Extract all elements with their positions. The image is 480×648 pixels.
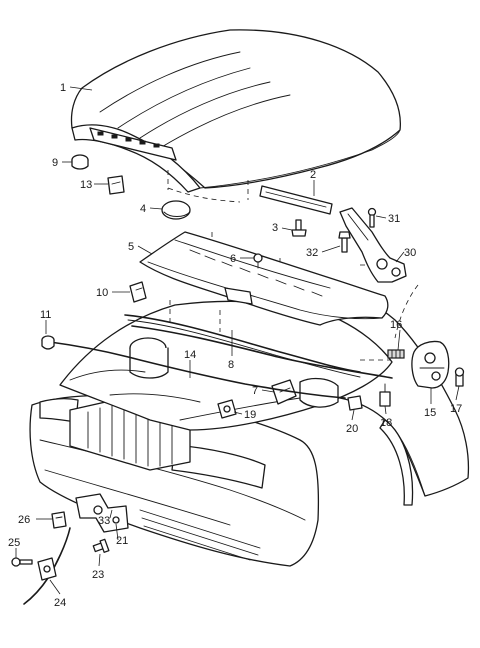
- callout-16: 16: [390, 319, 402, 331]
- bolt-17[interactable]: [454, 367, 465, 387]
- callout-21: 21: [116, 535, 128, 547]
- callout-18: 18: [380, 417, 392, 429]
- callout-5: 5: [128, 241, 134, 253]
- screw-25[interactable]: [11, 557, 33, 567]
- callout-labels: 1 2 3 4 5 6 7 8 9 10 11 13 14 15 16 17 1…: [8, 82, 462, 609]
- leader-lines: [15, 86, 460, 595]
- clip-10[interactable]: [129, 281, 147, 303]
- callout-19: 19: [244, 409, 256, 421]
- callout-3: 3: [272, 222, 278, 234]
- clip-13[interactable]: [107, 175, 125, 195]
- stud-32[interactable]: [338, 231, 351, 253]
- callout-26: 26: [18, 514, 30, 526]
- cowl-panel[interactable]: [139, 231, 389, 326]
- clip-19[interactable]: [217, 399, 237, 419]
- callout-20: 20: [346, 423, 358, 435]
- hood-seal-8[interactable]: [131, 325, 393, 379]
- callout-33: 33: [98, 515, 110, 527]
- bolt-31[interactable]: [367, 207, 377, 228]
- lock-bracket-21[interactable]: [75, 493, 129, 533]
- callout-11: 11: [40, 309, 51, 321]
- clip-26[interactable]: [51, 511, 67, 529]
- hood-lock-15[interactable]: [411, 340, 450, 389]
- hood[interactable]: [70, 29, 401, 193]
- callout-31: 31: [388, 213, 400, 225]
- hood-hinge-30[interactable]: [339, 207, 407, 283]
- release-lever-24[interactable]: [23, 527, 71, 605]
- cap-4[interactable]: [161, 200, 191, 220]
- callout-15: 15: [424, 407, 436, 419]
- grommet-9[interactable]: [71, 154, 89, 170]
- callout-17: 17: [450, 403, 462, 415]
- car-body: [29, 288, 470, 567]
- callout-32: 32: [306, 247, 318, 259]
- grommet-11[interactable]: [41, 335, 55, 350]
- callout-9: 9: [52, 157, 58, 169]
- callout-6: 6: [230, 253, 236, 265]
- callout-2: 2: [310, 169, 316, 181]
- callout-23: 23: [92, 569, 104, 581]
- trim-strip[interactable]: [259, 185, 333, 215]
- callout-7: 7: [252, 385, 258, 397]
- bolt-23[interactable]: [92, 538, 110, 553]
- bracket-7[interactable]: [271, 379, 297, 405]
- callout-4: 4: [140, 203, 146, 215]
- callout-30: 30: [404, 247, 416, 259]
- screw-3[interactable]: [291, 219, 307, 237]
- callout-25: 25: [8, 537, 20, 549]
- callout-10: 10: [96, 287, 108, 299]
- release-cable-14[interactable]: [49, 341, 346, 399]
- callout-14: 14: [184, 349, 196, 361]
- cable-clip-20[interactable]: [347, 395, 363, 411]
- callout-24: 24: [54, 597, 66, 609]
- callout-8: 8: [228, 359, 234, 371]
- callout-1: 1: [60, 82, 66, 94]
- callout-13: 13: [80, 179, 92, 191]
- bolt-16[interactable]: [387, 349, 405, 359]
